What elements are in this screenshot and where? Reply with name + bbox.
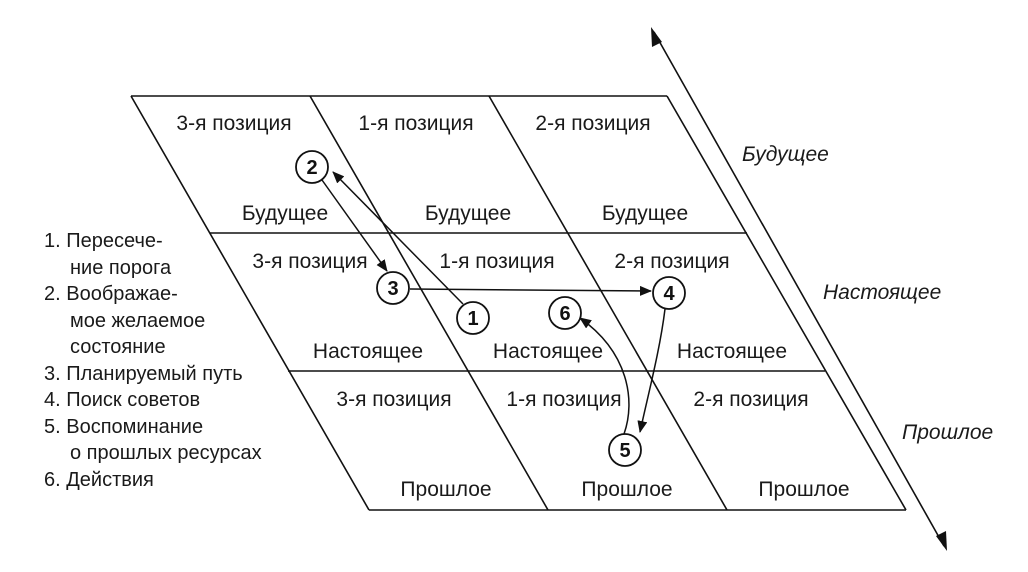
node-label: 2: [306, 157, 317, 179]
cell-time-label: Прошлое: [758, 478, 849, 501]
cell-position-label: 3-я позиция: [336, 388, 451, 411]
timeline-label-future: Будущее: [742, 143, 829, 166]
timeline-arrow-up-icon: [651, 27, 662, 47]
legend-item-4: 4. Поиск советов: [44, 387, 304, 414]
node-label: 1: [467, 308, 478, 330]
legend-line: 5. Воспоминание: [44, 415, 204, 438]
legend-line: 2. Воображае-: [44, 283, 178, 305]
grid-line-col-1: [309, 95, 549, 511]
timeline-label-past: Прошлое: [902, 421, 993, 444]
legend-item-5: 5. Воспоминание о прошлых ресурсах: [44, 414, 304, 467]
cell-time-label: Прошлое: [581, 478, 672, 501]
path-arrows: [321, 171, 666, 435]
cell-time-label: Настоящее: [677, 340, 787, 363]
legend-line: 1. Пересече-: [44, 230, 163, 252]
cell-time-label: Настоящее: [313, 340, 423, 363]
timeline-axis: [651, 27, 947, 551]
node-1: 1: [456, 301, 490, 335]
node-label: 5: [619, 440, 630, 462]
legend-item-2: 2. Воображае- мое желаемое состояние: [44, 281, 304, 361]
grid-lines: [130, 95, 907, 511]
node-5: 5: [608, 433, 642, 467]
node-6: 6: [548, 296, 582, 330]
legend-item-1: 1. Пересече- ние порога: [44, 228, 304, 281]
legend-line: состояние: [70, 336, 166, 358]
cell-position-label: 2-я позиция: [693, 388, 808, 411]
legend-line: 3. Планируемый путь: [44, 362, 243, 385]
timeline-axis-line: [653, 31, 945, 547]
legend-line: 6. Действия: [44, 468, 154, 491]
arrow-3-to-4: [409, 285, 652, 296]
cell-position-label: 1-я позиция: [439, 250, 554, 273]
legend-item-6: 6. Действия: [44, 467, 304, 494]
legend-line: о прошлых ресурсах: [70, 442, 262, 464]
arrow-5-to-6: [579, 317, 630, 435]
node-3: 3: [376, 271, 410, 305]
cell-time-label: Будущее: [425, 202, 511, 225]
timeline-label-present: Настоящее: [823, 281, 941, 304]
cell-position-label: 2-я позиция: [535, 112, 650, 135]
legend-item-3: 3. Планируемый путь: [44, 361, 304, 388]
legend-line: ние порога: [70, 256, 172, 279]
cell-time-label: Настоящее: [493, 340, 603, 363]
legend-line: 4. Поиск советов: [44, 389, 201, 411]
cell-time-label: Прошлое: [400, 478, 491, 501]
node-2: 2: [295, 150, 329, 184]
cell-position-label: 1-я позиция: [506, 388, 621, 411]
timeline-arrow-down-icon: [936, 531, 947, 551]
legend-line: мое желаемое: [70, 309, 206, 332]
grid-line-col-2: [488, 95, 728, 511]
grid-line-col-3: [666, 95, 907, 511]
cell-position-label: 2-я позиция: [614, 250, 729, 273]
arrow-1-to-2: [332, 171, 464, 305]
arrow-4-to-5: [637, 308, 666, 433]
node-label: 4: [663, 283, 675, 305]
arrow-2-to-3: [321, 179, 388, 272]
cell-position-label: 3-я позиция: [176, 112, 291, 135]
cell-time-label: Будущее: [242, 202, 328, 225]
cell-time-label: Будущее: [602, 202, 688, 225]
cell-position-label: 1-я позиция: [358, 112, 473, 135]
node-4: 4: [652, 276, 686, 310]
cell-position-label: 3-я позиция: [252, 250, 367, 273]
legend: 1. Пересече- ние порога 2. Воображае- мо…: [44, 228, 304, 493]
node-label: 3: [387, 278, 398, 300]
grid-line-col-0: [130, 95, 370, 511]
node-label: 6: [559, 303, 570, 325]
